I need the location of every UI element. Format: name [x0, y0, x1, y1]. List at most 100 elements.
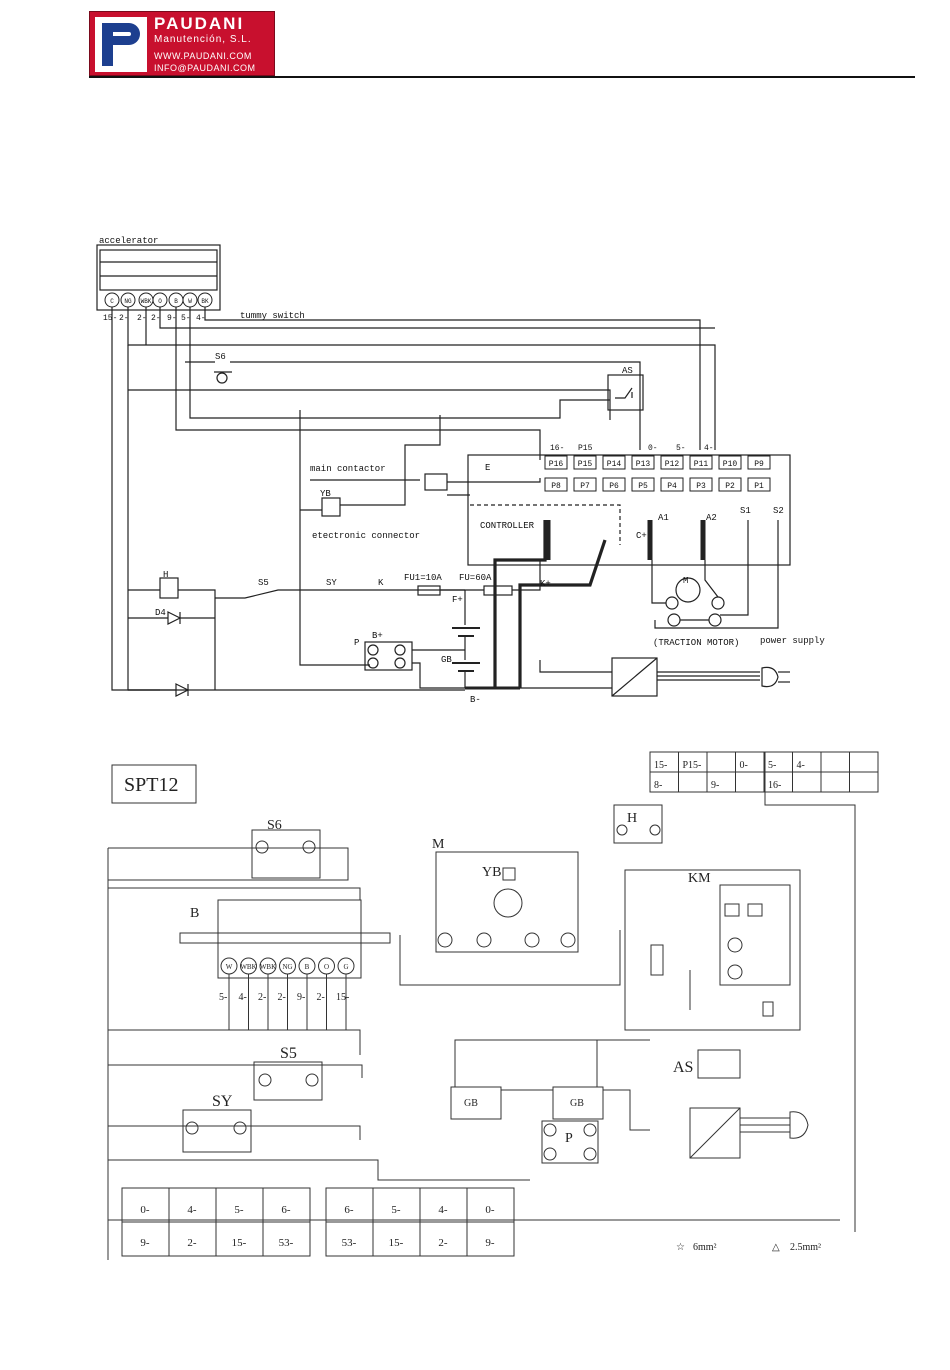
- conn-left-bottom-cell: 53-: [279, 1237, 294, 1249]
- bl-as: AS: [673, 1059, 693, 1076]
- label-a1: A1: [658, 513, 669, 523]
- controller-pin-top: [747, 455, 771, 470]
- bl-p: P: [565, 1131, 573, 1146]
- b-pin-label: G: [343, 963, 348, 971]
- conn-bottom-cell: 8-: [654, 780, 662, 791]
- label-d4: D4: [155, 608, 166, 618]
- controller-pin-bottom: [718, 477, 742, 492]
- label-controller: CONTROLLER: [480, 521, 535, 531]
- label-controller-e: E: [485, 463, 490, 473]
- conn-top-cell: 5-: [768, 760, 776, 771]
- motor-block: [435, 851, 579, 953]
- label-cplus: C+: [636, 531, 647, 541]
- controller-wire-label: 4-: [704, 444, 714, 453]
- s5-box: [253, 1061, 323, 1101]
- label-bplus: B+: [372, 631, 383, 641]
- acc-pin-label: BK: [201, 298, 209, 305]
- label-yb: YB: [320, 489, 331, 499]
- controller-pin-top: [660, 455, 684, 470]
- spt12-title: SPT12: [124, 774, 178, 796]
- label-s6: S6: [215, 352, 226, 362]
- controller-wire-label: P15: [578, 444, 593, 453]
- conn-bottom-cell: 9-: [711, 780, 719, 791]
- label-bminus: B-: [470, 695, 481, 705]
- b-pin-label: NG: [282, 963, 292, 971]
- label-power-supply: power supply: [760, 636, 825, 646]
- b-pin-label: B: [305, 963, 310, 971]
- conn-right-bottom-cell: 9-: [485, 1237, 495, 1249]
- acc-wire-label: 2-: [137, 314, 147, 323]
- b-pin-label: WBK: [260, 963, 276, 971]
- top-wiring-diagram: [96, 244, 791, 697]
- label-k: K: [378, 578, 384, 588]
- b-pin-label: O: [324, 963, 329, 971]
- conn-left-bottom-cell: 9-: [140, 1237, 150, 1249]
- acc-pin-label: C: [110, 298, 114, 305]
- conn-right-top-cell: 4-: [438, 1204, 448, 1216]
- label-as: AS: [622, 366, 633, 376]
- label-tummy-switch: tummy switch: [240, 311, 305, 321]
- controller-pin-bottom: [631, 477, 655, 492]
- bl-gb1: GB: [464, 1098, 478, 1109]
- acc-pin-circle: [182, 292, 198, 308]
- label-p: P: [354, 638, 359, 648]
- conn-left-bottom-cell: 2-: [187, 1237, 197, 1249]
- acc-pin-label: B: [174, 298, 178, 305]
- controller-pin-bottom-label: P2: [725, 482, 735, 491]
- controller-pin-bottom: [660, 477, 684, 492]
- s6-box: [251, 829, 321, 879]
- bl-s5: S5: [280, 1045, 297, 1062]
- acc-pin-label: WBK: [141, 298, 152, 305]
- fuse-fu: [483, 585, 513, 596]
- conn-left-top-cell: 6-: [281, 1204, 291, 1216]
- b-wire-label: 15-: [336, 992, 349, 1003]
- conn-right-bottom-cell: 2-: [438, 1237, 448, 1249]
- legend-6mm: 6mm²: [693, 1242, 717, 1253]
- conn-top-cell: 15-: [654, 760, 667, 771]
- acc-pin-label: W: [188, 298, 192, 305]
- traction-motor: [675, 577, 701, 603]
- controller-pin-top-label: P16: [549, 460, 564, 469]
- controller-pin-top-label: P10: [723, 460, 738, 469]
- label-fplus: F+: [452, 595, 463, 605]
- b-wire-label: 9-: [297, 992, 305, 1003]
- controller-pin-bottom: [602, 477, 626, 492]
- title-box: [111, 764, 197, 804]
- brand-subtitle: Manutención, S.L.: [154, 34, 252, 45]
- bl-km: KM: [688, 871, 711, 886]
- bl-yb: YB: [482, 865, 501, 880]
- legend-triangle: △: [772, 1242, 780, 1253]
- brand-email: INFO@PAUDANI.COM: [154, 63, 256, 73]
- b-pin-label: WBK: [240, 963, 256, 971]
- plug-p-box: [541, 1120, 599, 1164]
- controller-pin-top-label: P15: [578, 460, 593, 469]
- bl-b: B: [190, 906, 199, 921]
- controller-pin-top-label: P12: [665, 460, 680, 469]
- controller-pin-bottom-label: P5: [638, 482, 648, 491]
- conn-left-top-cell: 5-: [234, 1204, 244, 1216]
- controller-pin-top: [544, 455, 568, 470]
- controller-pin-bottom-label: P6: [609, 482, 619, 491]
- controller-pin-top-label: P11: [694, 460, 709, 469]
- controller-pin-top-label: P13: [636, 460, 651, 469]
- controller-box: [467, 454, 791, 566]
- brand-name: PAUDANI: [154, 14, 245, 33]
- controller-wire-label: 16-: [550, 444, 564, 453]
- km-contactor: [719, 884, 791, 986]
- acc-pin-circle: [197, 292, 213, 308]
- bl-gb2: GB: [570, 1098, 584, 1109]
- as-switch: [607, 374, 644, 411]
- acc-wire-label: 2-: [151, 314, 161, 323]
- conn-left-top-cell: 4-: [187, 1204, 197, 1216]
- acc-wire-label: 4-: [196, 314, 206, 323]
- sy-box: [182, 1109, 252, 1153]
- label-traction-motor: (TRACTION MOTOR): [653, 638, 739, 648]
- conn-bottom-cell: 16-: [768, 780, 781, 791]
- controller-pin-bottom-label: P3: [696, 482, 706, 491]
- bl-sy: SY: [212, 1093, 233, 1110]
- bl-m: M: [432, 837, 445, 852]
- controller-pin-top: [718, 455, 742, 470]
- controller-pin-bottom-label: P8: [551, 482, 561, 491]
- charger-box: [689, 1107, 741, 1159]
